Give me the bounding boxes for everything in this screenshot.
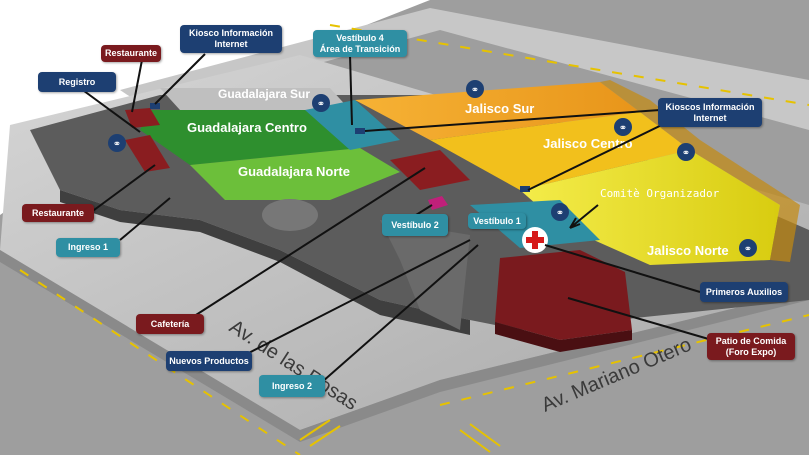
restroom-icon: ⚭ (739, 239, 757, 257)
svg-text:⚭: ⚭ (556, 208, 564, 219)
restaurant-left-area (125, 135, 170, 172)
restroom-icon: ⚭ (677, 143, 695, 161)
callout-ingreso1: Ingreso 1 (56, 238, 120, 257)
comite-organizador-label: Comitè Organizador (600, 187, 720, 200)
callout-registro: Registro (38, 72, 116, 92)
label-jalisco-sur: Jalisco Sur (465, 101, 534, 116)
label-guadalajara-sur: Guadalajara Sur (218, 87, 310, 101)
jalisco-roof-edge (600, 80, 800, 262)
svg-text:⚭: ⚭ (317, 99, 325, 110)
callout-vestibulo4: Vestíbulo 4 Área de Transición (313, 30, 407, 57)
label-jalisco-centro: Jalisco Centro (543, 136, 633, 151)
building-shadow-wall (60, 190, 470, 335)
new-products-marker (428, 196, 448, 210)
restroom-icon: ⚭ (108, 134, 126, 152)
cafeteria-area (390, 150, 470, 190)
lot-edge (0, 250, 809, 442)
svg-text:⚭: ⚭ (113, 139, 121, 150)
callout-restaurante-top: Restaurante (101, 45, 161, 62)
callout-leader-lines (79, 53, 713, 383)
label-guadalajara-centro: Guadalajara Centro (187, 120, 307, 135)
crosswalk (299, 419, 501, 453)
restroom-icon: ⚭ (466, 80, 484, 98)
hall-guadalajara-centro (140, 110, 360, 165)
restroom-icon: ⚭ (614, 118, 632, 136)
walkway-ramp (380, 220, 470, 330)
callout-patio-comida: Patio de Comida (Foro Expo) (707, 333, 795, 360)
callout-kioscos-right: Kioscos Información Internet (658, 98, 762, 127)
food-court-block (495, 250, 632, 340)
svg-text:⚭: ⚭ (682, 148, 690, 159)
kiosk-marker-right (520, 186, 530, 192)
hall-jalisco-norte (520, 150, 780, 265)
kiosk-marker-left (150, 103, 160, 109)
hall-jalisco-sur (355, 82, 640, 140)
callout-primeros-auxilios: Primeros Auxilios (700, 282, 788, 302)
callout-vestibulo2: Vestíbulo 2 (382, 214, 448, 236)
comite-arrow-icon (569, 204, 599, 229)
lane-markings (19, 24, 809, 455)
callout-cafeteria: Cafetería (136, 314, 204, 334)
label-guadalajara-norte: Guadalajara Norte (238, 164, 350, 179)
first-aid-cross-icon (522, 227, 548, 253)
label-jalisco-norte: Jalisco Norte (647, 243, 729, 258)
callout-restaurante-left: Restaurante (22, 204, 94, 222)
callout-vestibulo1: Vestíbulo 1 (468, 213, 526, 229)
hall-guadalajara-norte (190, 148, 400, 200)
callout-ingreso2: Ingreso 2 (259, 375, 325, 397)
callout-nuevos-productos: Nuevos Productos (166, 351, 252, 371)
svg-text:⚭: ⚭ (471, 85, 479, 96)
callout-kiosco-left: Kiosco Información Internet (180, 25, 282, 53)
food-court-wall (495, 322, 632, 352)
rotunda (262, 199, 318, 231)
restroom-icon: ⚭ (312, 94, 330, 112)
restroom-icon: ⚭ (551, 203, 569, 221)
restaurant-top-area (125, 108, 160, 128)
kiosk-marker-vest4 (355, 128, 365, 134)
hall-guadalajara-sur (160, 88, 350, 110)
svg-text:⚭: ⚭ (744, 244, 752, 255)
vestibule-4-area (305, 100, 400, 150)
svg-text:⚭: ⚭ (619, 123, 627, 134)
